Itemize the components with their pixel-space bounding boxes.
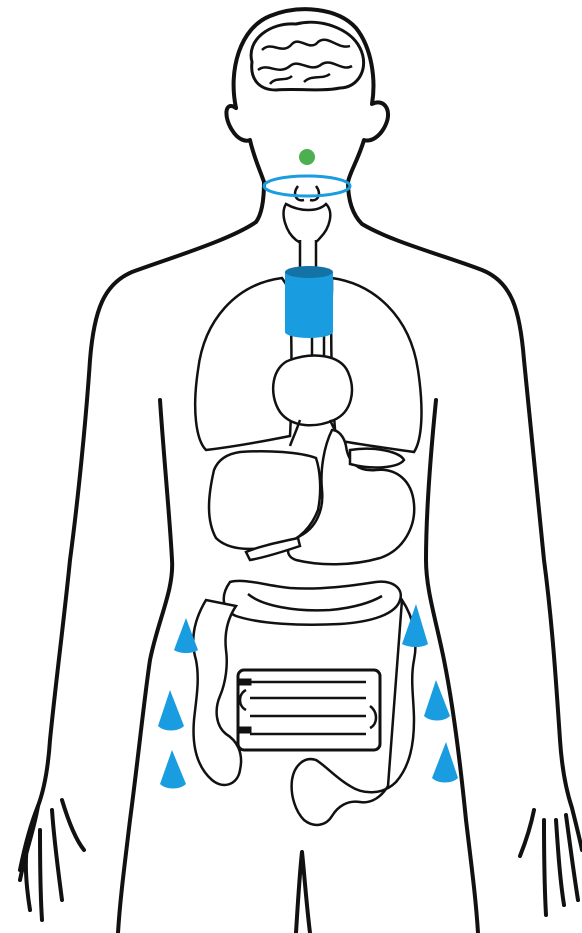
blue-cylinder-icon [285,272,333,332]
esophagus-cylinder [285,266,333,338]
blue-cone-icon [432,742,458,783]
green-dot-icon [299,149,315,165]
right-waist-outline [426,400,478,933]
neck-ring [264,176,350,196]
pancreas [224,581,401,625]
left-lung [195,278,291,450]
blue-ring-icon [264,176,350,196]
head-outline-left [226,106,264,182]
blue-cone-icon [158,690,184,731]
thyroid [284,186,331,270]
blue-cone-icon [160,750,186,789]
neck-dot [299,149,315,165]
left-hand-outline [20,800,84,920]
right-hand-outline [520,810,578,915]
brain [251,22,364,90]
crotch-outline [296,852,310,933]
blue-cone-icon [424,680,450,721]
left-waist-outline [118,400,172,933]
small-intestine [238,670,380,750]
